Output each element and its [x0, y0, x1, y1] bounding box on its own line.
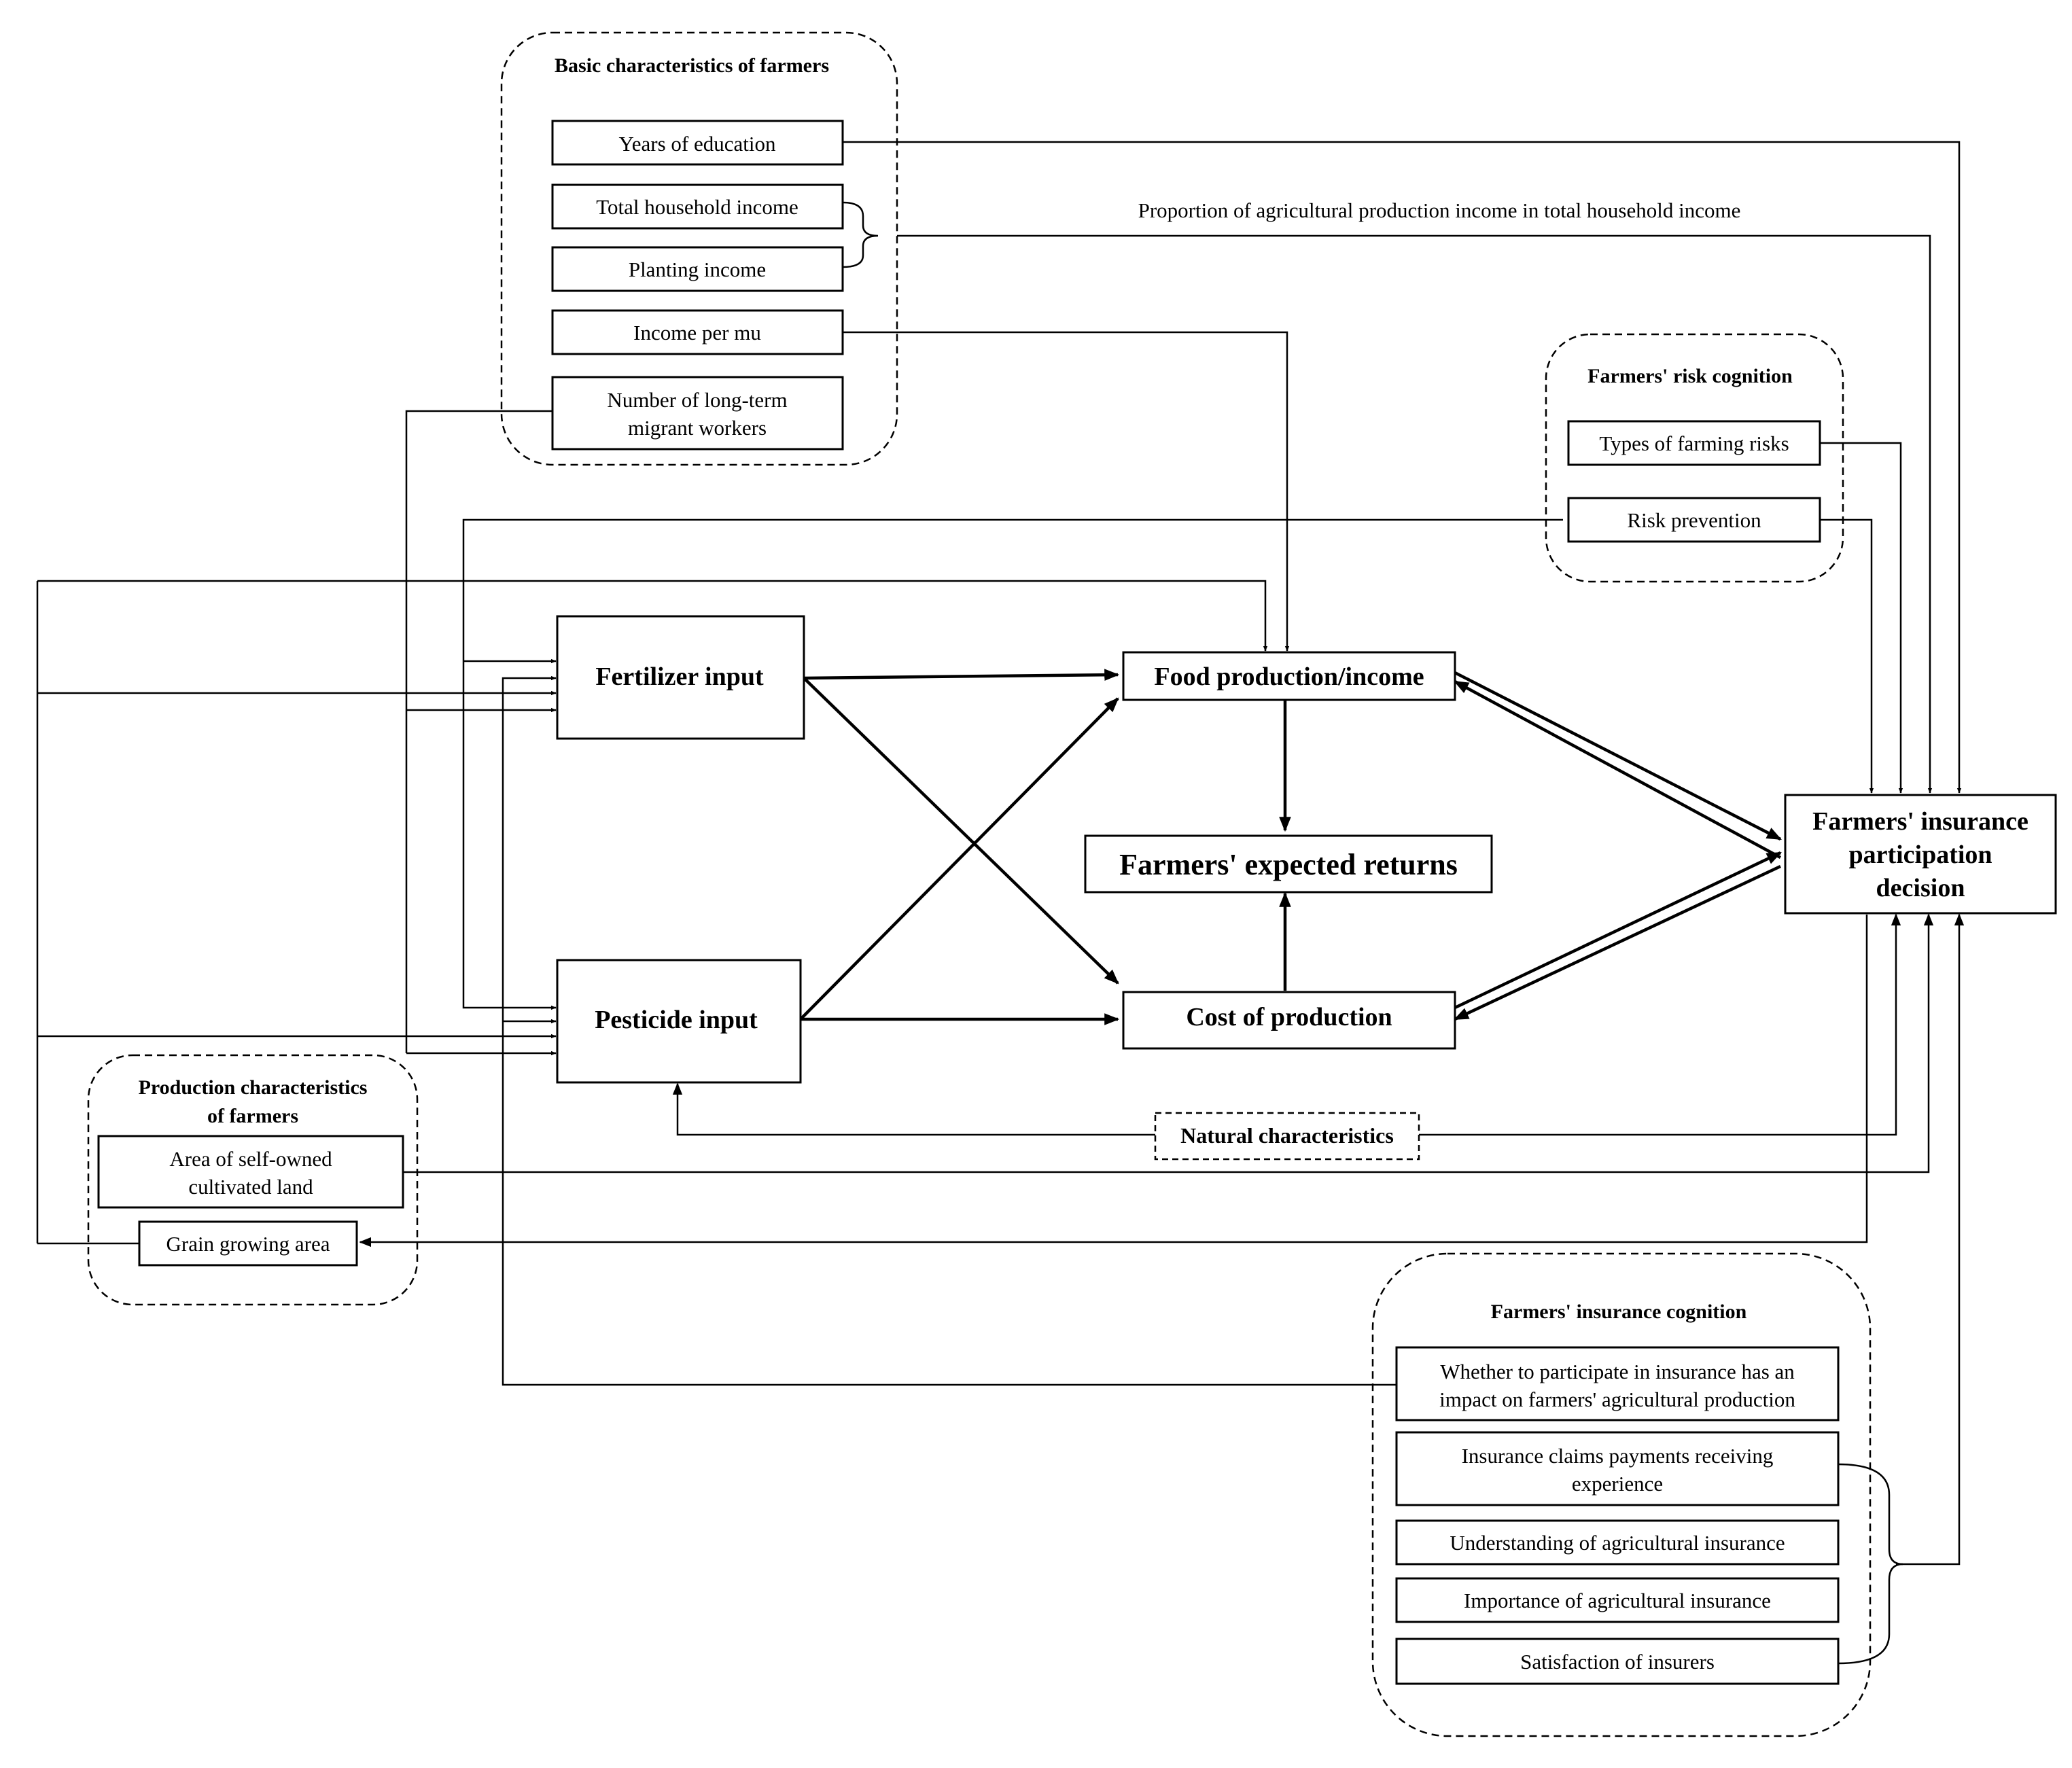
group-risk-cognition — [1545, 333, 1844, 583]
box-types-of-farming-risks — [1567, 420, 1821, 466]
label-insurance-impact-line1: Whether to participate in insurance has … — [1440, 1360, 1795, 1383]
group-title-production-line2: of farmers — [207, 1105, 298, 1127]
edge-decision-cost — [1454, 864, 1781, 1021]
label-claims-experience-line1: Insurance claims payments receiving — [1462, 1444, 1774, 1468]
label-planting-income: Planting income — [629, 258, 766, 281]
label-years-of-education: Years of education — [618, 132, 776, 156]
label-self-owned-land-line2: cultivated land — [188, 1175, 313, 1199]
group-title-basic: Basic characteristics of farmers — [555, 54, 829, 77]
box-migrant-workers — [551, 376, 844, 450]
label-total-household-income: Total household income — [596, 195, 798, 219]
group-production-characteristics — [87, 1054, 419, 1306]
edge-pesticide-food — [799, 697, 1119, 1021]
group-basic-characteristics — [500, 31, 898, 466]
label-insurance-decision-line1: Farmers' insurance — [1812, 807, 2029, 836]
edge-land-decision — [403, 913, 1934, 1173]
group-title-insurance: Farmers' insurance cognition — [1491, 1301, 1747, 1323]
label-fertilizer-input: Fertilizer input — [595, 662, 764, 691]
box-pesticide-input — [556, 959, 802, 1084]
label-satisfaction-insurers: Satisfaction of insurers — [1520, 1650, 1715, 1674]
label-claims-experience-line2: experience — [1572, 1472, 1663, 1496]
label-income-per-mu: Income per mu — [633, 321, 761, 344]
label-pesticide-input: Pesticide input — [595, 1006, 758, 1034]
label-insurance-impact-line2: impact on farmers' agricultural producti… — [1439, 1387, 1795, 1411]
label-income-proportion: Proportion of agricultural production in… — [1138, 198, 1741, 222]
edge-fertilizer-food — [803, 669, 1120, 682]
edge-income-per-mu-food — [843, 331, 1290, 652]
edge-left-food — [37, 580, 1268, 652]
label-natural-characteristics: Natural characteristics — [1180, 1123, 1394, 1148]
box-risk-prevention — [1567, 497, 1821, 543]
edge-decision-food — [1454, 680, 1782, 859]
box-expected-returns — [1084, 834, 1493, 894]
label-cost-of-production: Cost of production — [1186, 1003, 1392, 1031]
edge-risk-types-decision — [1820, 442, 1903, 794]
label-risk-prevention: Risk prevention — [1627, 508, 1761, 532]
label-insurance-decision-line2: participation — [1848, 841, 1992, 869]
group-title-risk: Farmers' risk cognition — [1587, 365, 1793, 387]
group-title-production-line1: Production characteristics — [139, 1076, 368, 1099]
label-food-production-income: Food production/income — [1154, 662, 1424, 691]
edge-risk-prevention-decision — [1820, 518, 1874, 794]
box-natural-characteristics — [1154, 1112, 1420, 1161]
edge-migrant-trunk — [405, 410, 552, 1053]
brace-insurance — [1838, 1463, 1903, 1665]
box-importance-insurance — [1395, 1577, 1840, 1623]
box-claims-experience — [1395, 1431, 1840, 1506]
box-food-production-income — [1122, 651, 1456, 701]
box-insurance-decision — [1784, 794, 2057, 915]
edge-natural-decision — [1419, 913, 1901, 1136]
edge-natural-pesticide — [672, 1082, 1155, 1136]
edge-proportion-decision — [897, 234, 1933, 794]
box-income-per-mu — [551, 309, 844, 355]
box-planting-income — [551, 246, 844, 292]
box-satisfaction-insurers — [1395, 1638, 1840, 1685]
label-grain-growing-area: Grain growing area — [166, 1232, 330, 1256]
edge-decision-grain — [359, 915, 1868, 1248]
label-expected-returns: Farmers' expected returns — [1119, 848, 1458, 881]
connectors — [36, 141, 1965, 1566]
box-total-household-income — [551, 183, 844, 230]
edge-education-decision — [843, 141, 1962, 794]
label-migrant-workers-line2: migrant workers — [628, 416, 767, 440]
core-arrows — [799, 669, 1782, 1025]
edge-fertilizer-cost — [803, 677, 1119, 985]
box-years-of-education — [551, 120, 844, 166]
edge-food-decision — [1454, 671, 1782, 841]
edge-prevention-pesticide — [462, 518, 1563, 1010]
label-importance-insurance: Importance of agricultural insurance — [1464, 1589, 1771, 1612]
edge-cost-decision — [1454, 851, 1782, 1010]
box-insurance-impact — [1395, 1346, 1840, 1421]
label-types-of-farming-risks: Types of farming risks — [1599, 431, 1789, 455]
group-insurance-cognition — [1371, 1252, 1872, 1737]
label-self-owned-land-line1: Area of self-owned — [169, 1147, 332, 1171]
edge-impact-fertilizer — [502, 675, 1397, 1386]
edge-insurance-decision — [1896, 913, 1965, 1566]
box-self-owned-land — [97, 1135, 404, 1209]
box-cost-of-production — [1122, 991, 1456, 1050]
box-fertilizer-input — [556, 615, 805, 740]
label-understanding-insurance: Understanding of agricultural insurance — [1450, 1531, 1785, 1555]
label-migrant-workers-line1: Number of long-term — [607, 388, 787, 412]
label-insurance-decision-line3: decision — [1876, 874, 1965, 902]
box-understanding-insurance — [1395, 1519, 1840, 1566]
brace-income — [842, 201, 879, 268]
box-grain-growing-area — [138, 1220, 358, 1267]
